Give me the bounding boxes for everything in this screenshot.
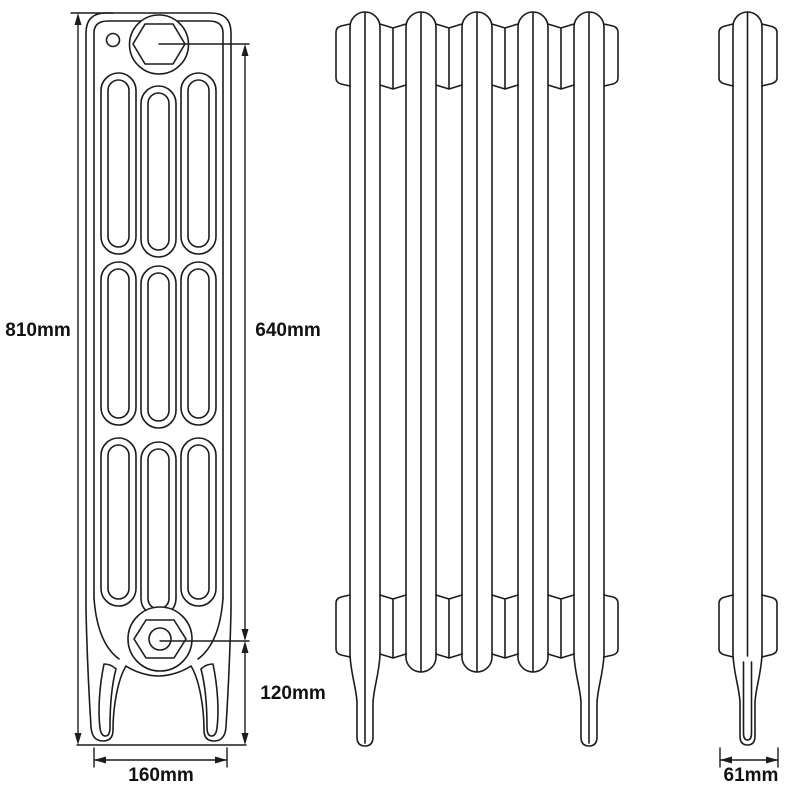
side-foot-inner-line bbox=[742, 661, 753, 741]
bottom-tapping-hole bbox=[148, 627, 172, 651]
hub-end bbox=[335, 23, 351, 87]
bottom-bushing bbox=[127, 606, 193, 672]
water-channel bbox=[100, 72, 137, 255]
water-channel-inner bbox=[107, 268, 130, 419]
left-foot-inner-line bbox=[98, 663, 117, 737]
section-inner-wall-left-curve bbox=[93, 597, 120, 660]
water-channel-inner bbox=[147, 272, 170, 422]
water-channel bbox=[180, 437, 217, 607]
hub bbox=[491, 594, 519, 659]
dimension-810: 810mm bbox=[5, 12, 247, 746]
dimensions: 810mm 640mm 120mm 160mm bbox=[5, 12, 779, 785]
water-channel-inner bbox=[107, 444, 130, 600]
front-column bbox=[517, 11, 549, 673]
water-channel-inner bbox=[187, 444, 210, 600]
water-channel bbox=[180, 72, 217, 255]
section-inner-wall-right-curve bbox=[197, 597, 224, 660]
bottom-hubs bbox=[335, 594, 619, 659]
arrowhead-down bbox=[74, 733, 82, 745]
water-channels bbox=[100, 72, 217, 617]
hub bbox=[547, 23, 575, 90]
arrowhead-right bbox=[215, 756, 227, 764]
arrowhead-down bbox=[241, 733, 249, 745]
front-column-leg bbox=[573, 11, 605, 747]
dimension-label-depth: 61mm bbox=[724, 765, 779, 785]
dimension-640: 640mm bbox=[158, 43, 321, 642]
hub-end bbox=[761, 594, 778, 658]
front-column bbox=[405, 11, 437, 673]
front-column-leg bbox=[349, 11, 381, 747]
hub bbox=[435, 594, 463, 659]
hub bbox=[379, 23, 407, 90]
arrowhead-up bbox=[241, 44, 249, 56]
hub bbox=[379, 594, 407, 659]
side-top-hubs bbox=[718, 23, 778, 87]
water-channel-inner bbox=[187, 268, 210, 419]
dimension-160: 160mm bbox=[93, 747, 228, 785]
casting-seams bbox=[364, 11, 590, 744]
water-channel bbox=[180, 261, 217, 426]
hub bbox=[491, 23, 519, 90]
air-vent bbox=[105, 32, 121, 48]
hub-end bbox=[718, 23, 734, 87]
arrowhead-right bbox=[766, 756, 778, 764]
dimension-120: 120mm bbox=[241, 641, 326, 745]
arrowhead-down bbox=[241, 629, 249, 641]
dimension-label-floor: 120mm bbox=[260, 683, 326, 704]
side-bottom-hubs bbox=[718, 594, 778, 658]
front-column bbox=[461, 11, 493, 673]
water-channel bbox=[140, 441, 177, 617]
dimension-label-centres: 640mm bbox=[255, 320, 321, 341]
hub-end bbox=[761, 23, 778, 87]
water-channel-inner bbox=[147, 448, 170, 610]
hub-end bbox=[603, 594, 619, 658]
dimension-label-width: 160mm bbox=[128, 765, 194, 785]
side-view bbox=[718, 11, 778, 746]
front-view bbox=[335, 11, 619, 747]
hub bbox=[435, 23, 463, 90]
side-column-leg bbox=[732, 11, 763, 746]
hub-end bbox=[603, 23, 619, 87]
arrowhead-left bbox=[94, 756, 106, 764]
right-foot-inner-line bbox=[200, 663, 219, 737]
water-channel-inner bbox=[187, 79, 210, 248]
top-hubs bbox=[335, 23, 619, 90]
water-channel-inner bbox=[107, 79, 130, 248]
water-channel bbox=[140, 265, 177, 429]
hub bbox=[547, 594, 575, 659]
section-body-outline bbox=[85, 12, 232, 742]
section-inner-wall bbox=[93, 20, 224, 599]
front-section-view bbox=[85, 12, 232, 742]
water-channel-inner bbox=[147, 92, 170, 251]
hub-end bbox=[718, 594, 734, 658]
water-channel bbox=[100, 261, 137, 426]
dimension-61: 61mm bbox=[719, 747, 779, 785]
dimension-label-height: 810mm bbox=[5, 320, 71, 341]
hub-end bbox=[335, 594, 351, 658]
arrowhead-left bbox=[720, 756, 732, 764]
arrowhead-up bbox=[241, 641, 249, 653]
arrowhead-up bbox=[74, 13, 82, 25]
water-channel bbox=[140, 85, 177, 258]
water-channel bbox=[100, 437, 137, 607]
